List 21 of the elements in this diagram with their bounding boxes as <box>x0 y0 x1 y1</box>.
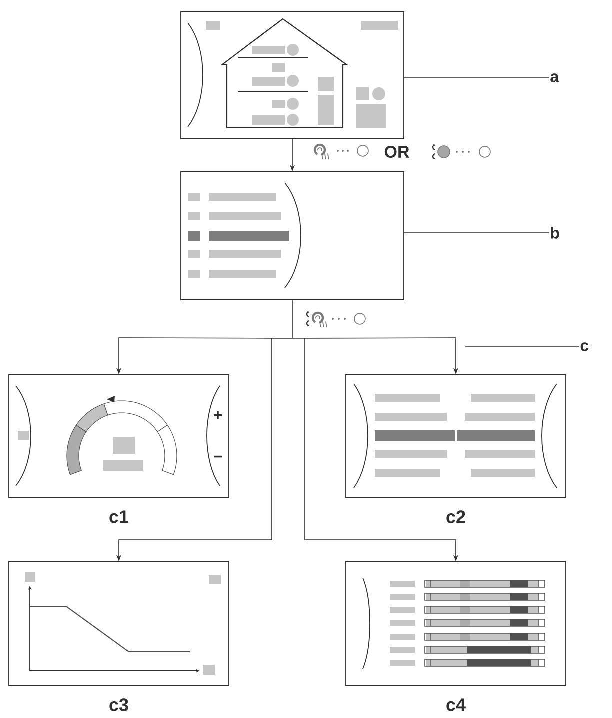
screen-drawing <box>8 562 230 686</box>
screen-drawing <box>180 12 404 140</box>
screen-drawing <box>8 374 230 498</box>
screen-caption: c2 <box>446 510 466 524</box>
callout-letter: b <box>551 227 560 239</box>
screen-caption: c1 <box>110 510 129 524</box>
screen-drawing <box>180 172 404 300</box>
callout-letter: a <box>550 74 560 82</box>
screen-caption: c4 <box>446 698 466 712</box>
choice-label: OR <box>384 146 410 158</box>
screen-drawing <box>346 562 566 686</box>
screen-drawing <box>346 374 566 498</box>
screen-caption: c3 <box>110 698 128 712</box>
connector-line <box>292 338 306 339</box>
connector-line <box>272 338 293 339</box>
plus-sign: + <box>214 411 222 420</box>
connector-line <box>292 300 293 339</box>
minus-sign: − <box>214 456 222 458</box>
leader-line <box>404 232 550 234</box>
callout-letter: c <box>580 342 589 352</box>
leader-line <box>464 346 580 348</box>
